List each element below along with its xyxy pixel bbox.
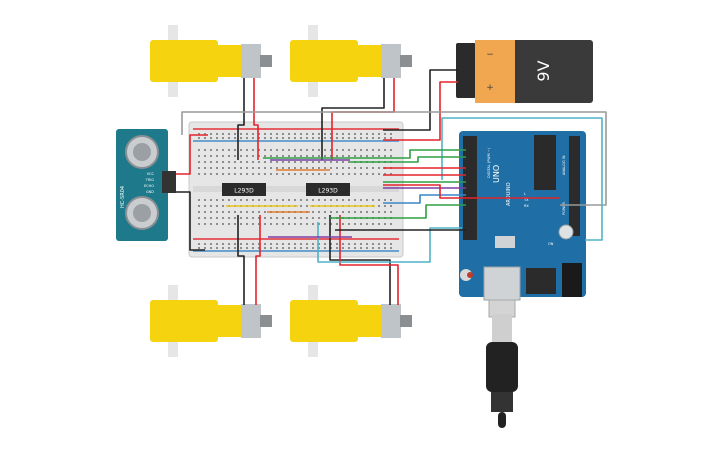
wire-sensor-black (176, 191, 205, 251)
wire-motor-tl-red (253, 78, 259, 160)
wires (176, 69, 607, 305)
wire-signal-1 (263, 149, 466, 159)
wire-signal-2 (350, 156, 466, 163)
sensor-pin-trig: TRIG (145, 178, 155, 182)
arduino-l-label: L (524, 192, 526, 196)
sensor-pin-echo: ECHO (144, 184, 154, 188)
battery-voltage-label: 9V (534, 60, 553, 81)
driver-chip-1-label: L293D (234, 188, 254, 195)
battery-9v[interactable]: − + 9V (456, 40, 593, 103)
driver-chip-2-label: L293D (318, 188, 338, 195)
wire-motor-tr-black (321, 78, 385, 160)
arduino-rx-label: RX (524, 204, 529, 208)
arduino-tx-label: TX (523, 198, 529, 202)
sensor-pin-vcc: VCC (147, 172, 155, 176)
breadboard[interactable] (188, 121, 404, 258)
arduino-analog-header-label: ANALOG IN (562, 155, 566, 175)
arduino-brand-label: ARDUINO (506, 182, 512, 206)
wire-battery-red (383, 81, 458, 141)
usb-cable[interactable] (486, 299, 518, 428)
wire-battery-black (383, 69, 458, 131)
wire-sensor-red (176, 134, 208, 175)
wire-motor-tl-black (237, 78, 245, 160)
wire-arduino-red (383, 184, 560, 199)
wire-cyan-top (441, 117, 603, 241)
driver-chip-2[interactable]: L293D (306, 183, 350, 196)
wire-cyan-bottom (317, 222, 462, 263)
arduino-uno-board[interactable]: UNO ARDUINO DIGITAL (PWM ~) ANALOG IN PO… (459, 131, 586, 301)
battery-plus-label: + (486, 83, 494, 93)
arduino-on-label: ON (548, 242, 554, 246)
battery-minus-label: − (486, 50, 494, 60)
motor-top-right[interactable] (290, 25, 412, 97)
wire-motor-bl-black (237, 215, 245, 305)
wire-signal-8 (330, 204, 466, 219)
sensor-pin-gnd: GND (146, 190, 154, 194)
arduino-uno-label: UNO (492, 165, 501, 183)
wire-motor-bl-red (255, 215, 261, 305)
ultrasonic-sensor[interactable]: HC-SR04 VCC TRIG ECHO GND (116, 129, 176, 241)
motor-bottom-right[interactable] (290, 285, 412, 357)
wire-motor-br-red (339, 215, 399, 305)
driver-chip-1[interactable]: L293D (222, 183, 266, 196)
arduino-power-header-label: POWER (562, 201, 566, 215)
wire-gray-loop (181, 111, 607, 206)
motor-bottom-left[interactable] (150, 285, 272, 357)
sensor-model-label: HC-SR04 (120, 186, 126, 208)
wire-signal-7 (383, 194, 466, 204)
motor-top-left[interactable] (150, 25, 272, 97)
arduino-digital-header-label: DIGITAL (PWM ~) (487, 147, 491, 178)
reset-button[interactable] (467, 272, 473, 278)
